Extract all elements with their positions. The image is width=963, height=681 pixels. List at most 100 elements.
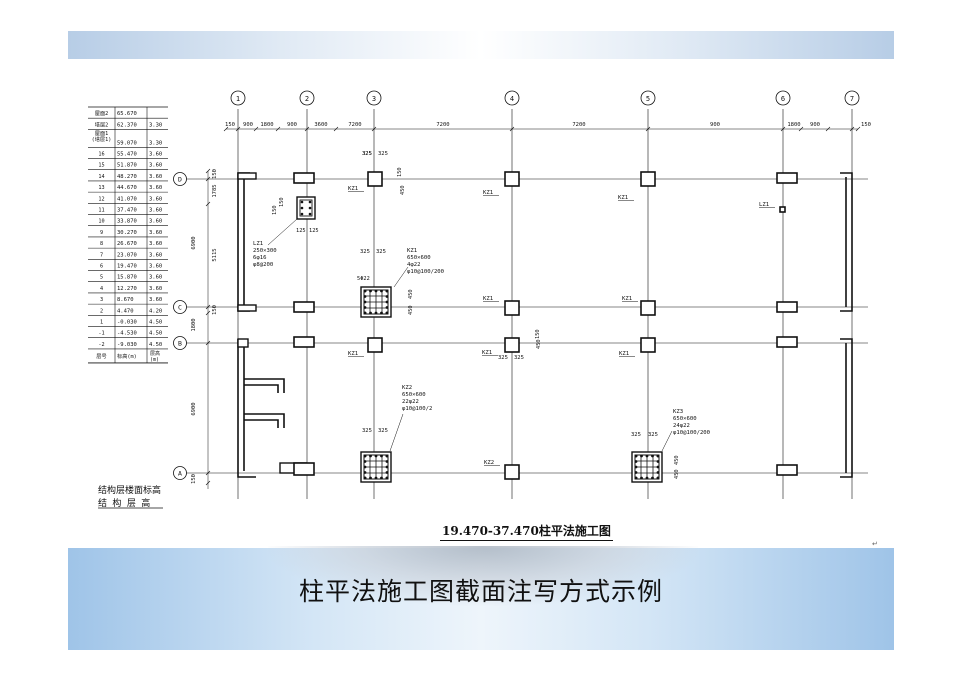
wall-fin	[244, 378, 285, 393]
table-floor-cell: 4	[100, 286, 103, 292]
column-kz	[776, 464, 798, 476]
table-elevation-cell: -9.030	[117, 342, 137, 348]
table-floor-cell: 屋面1	[95, 130, 109, 137]
table-height-cell: 4.20	[149, 308, 162, 314]
dimension-text: 7200	[348, 122, 361, 128]
dimension-tick	[223, 126, 229, 132]
column-kz1	[504, 300, 520, 316]
section-kz3-rebar	[640, 476, 643, 480]
column-kz1	[504, 171, 520, 187]
dimension-tick	[235, 126, 241, 132]
dimension-text: 450	[674, 455, 680, 465]
table-elevation-cell: -0.030	[117, 320, 137, 326]
section-kz1-rebar	[363, 306, 367, 309]
dimension-tick	[205, 480, 211, 486]
section-kz3-rebar	[651, 476, 654, 480]
table-floor-cell: 5	[100, 275, 103, 281]
table-elevation-cell: 62.370	[117, 122, 137, 128]
section-kz1-rebar	[385, 300, 389, 304]
dimension-text: 900	[810, 122, 820, 128]
table-legend-line2: 结 构 层 高	[98, 497, 150, 509]
dimension-tick	[371, 126, 377, 132]
axis-bubble	[173, 336, 187, 350]
dimension-tick	[780, 126, 786, 132]
section-kz1-rebar	[380, 289, 383, 293]
note-lz1: LZ1	[253, 241, 263, 247]
section-kz1-rebar	[380, 311, 383, 315]
table-elevation-cell: 55.470	[117, 152, 137, 158]
section-kz3-rebar	[640, 454, 643, 458]
table-elevation-cell: 30.270	[117, 230, 137, 236]
section-kz3-rebar	[656, 454, 660, 458]
axis-bubble	[775, 90, 791, 106]
section-kz2-rebar	[363, 471, 367, 474]
note-kz3: φ10@100/200	[673, 430, 710, 436]
section-kz2-rebar	[385, 460, 389, 463]
section-lz1-rebar	[308, 212, 312, 216]
axis-bubble	[230, 90, 246, 106]
column-kz	[776, 172, 798, 184]
dimension-text: 125	[309, 228, 319, 234]
table-floor-cell: 1	[100, 320, 103, 326]
column-kz	[776, 301, 798, 313]
section-kz1-rebar	[385, 289, 389, 293]
dimension-text: 325	[378, 428, 388, 434]
column-label: KZ1	[622, 296, 632, 302]
section-kz2-rebar	[385, 476, 389, 480]
table-floor-cell: 3	[100, 297, 103, 303]
section-kz1-rebar	[363, 289, 367, 293]
shear-wall-left-lower	[237, 339, 256, 478]
table-floor-cell: 15	[98, 163, 104, 169]
page-mark: ↵	[872, 540, 878, 548]
section-kz3-rebar	[634, 476, 638, 480]
section-kz2-rebar	[363, 460, 367, 463]
note-lz1: φ8@200	[253, 262, 273, 268]
note-kz1: KZ1	[407, 248, 417, 254]
table-elevation-cell: 59.070	[117, 140, 137, 146]
table-height-cell: 3.60	[149, 230, 162, 236]
axis-bubble	[844, 90, 860, 106]
dimension-text: 6900	[191, 402, 197, 415]
dimension-text: 325	[514, 355, 524, 361]
note-kz3: 650×600	[673, 416, 697, 422]
dimension-text: 450	[674, 469, 680, 479]
dimension-text: 150	[279, 197, 285, 207]
table-floor-cell: 塔层2	[95, 120, 109, 128]
table-elevation-cell: 15.870	[117, 275, 137, 281]
dimension-text: 325	[360, 249, 370, 255]
table-floor-cell: 16	[98, 152, 104, 158]
axis-label: 5	[646, 95, 650, 103]
table-height-cell: 4.50	[149, 320, 162, 326]
shear-wall-right-lower	[840, 338, 853, 478]
axis-label: D	[178, 176, 182, 184]
dimension-text: 5Φ22	[357, 276, 370, 282]
column-kz1	[367, 337, 383, 353]
column-label: KZ1	[483, 190, 493, 196]
dimension-text: 450	[536, 339, 542, 349]
axis-bubble	[640, 90, 656, 106]
note-kz1: 4φ22	[407, 262, 420, 268]
section-kz1-rebar	[363, 300, 367, 304]
section-kz2-rebar	[385, 471, 389, 474]
table-elevation-cell: 4.470	[117, 308, 134, 314]
table-elevation-cell: 33.870	[117, 219, 137, 225]
section-kz3-rebar	[634, 465, 638, 469]
annotations: LZ1250×3006φ16φ8@200KZ1650×6004φ22φ10@10…	[253, 151, 775, 479]
table-height-cell: 3.60	[149, 208, 162, 214]
columns	[237, 171, 853, 483]
section-kz1-rebar	[363, 311, 367, 315]
table-height-cell: 3.60	[149, 196, 162, 202]
table-footer-height: 层高	[150, 350, 160, 357]
title-band: 柱平法施工图截面注写方式示例	[68, 546, 894, 650]
dimension-tick	[798, 126, 804, 132]
wall-end	[237, 338, 249, 348]
section-kz2-rebar	[363, 476, 367, 480]
note-kz1: φ10@100/200	[407, 269, 444, 275]
decor-arc	[268, 546, 698, 606]
section-kz2-rebar	[380, 476, 383, 480]
section-kz1-rebar	[385, 306, 389, 309]
axis-bubble	[173, 172, 187, 186]
section-kz3-rebar	[634, 454, 638, 458]
dimension-text: 7200	[572, 122, 585, 128]
